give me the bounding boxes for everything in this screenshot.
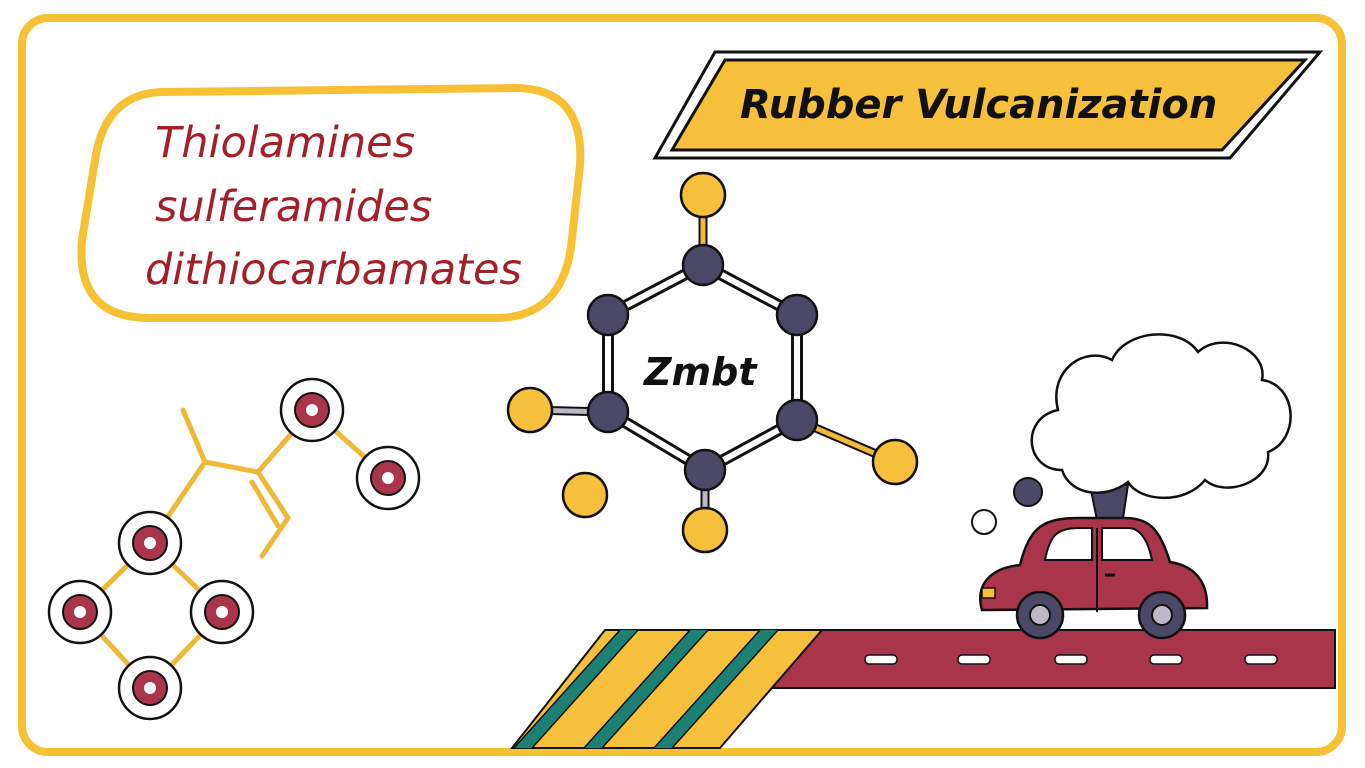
ring-atom	[117, 510, 183, 576]
ring-atom	[189, 579, 255, 645]
smoke-cloud-icon	[971, 333, 1292, 535]
molecule-label: Zmbt	[644, 350, 757, 394]
ring-atom	[279, 377, 345, 443]
ring-atom	[355, 445, 421, 511]
molecule-chain-icon	[47, 377, 421, 721]
bubble-line-2: sulferamides	[155, 182, 433, 232]
ring-atom	[47, 579, 113, 645]
title-banner	[652, 50, 1324, 160]
text-bubble	[77, 83, 585, 322]
bubble-line-1: Thiolamines	[155, 118, 416, 168]
hexagon-molecule-icon	[506, 171, 919, 554]
car-icon	[979, 516, 1209, 640]
ring-atom	[117, 655, 183, 721]
bubble-line-3: dithiocarbamates	[145, 245, 522, 295]
banner-title: Rubber Vulcanization	[740, 82, 1218, 128]
road-icon	[509, 629, 1336, 749]
